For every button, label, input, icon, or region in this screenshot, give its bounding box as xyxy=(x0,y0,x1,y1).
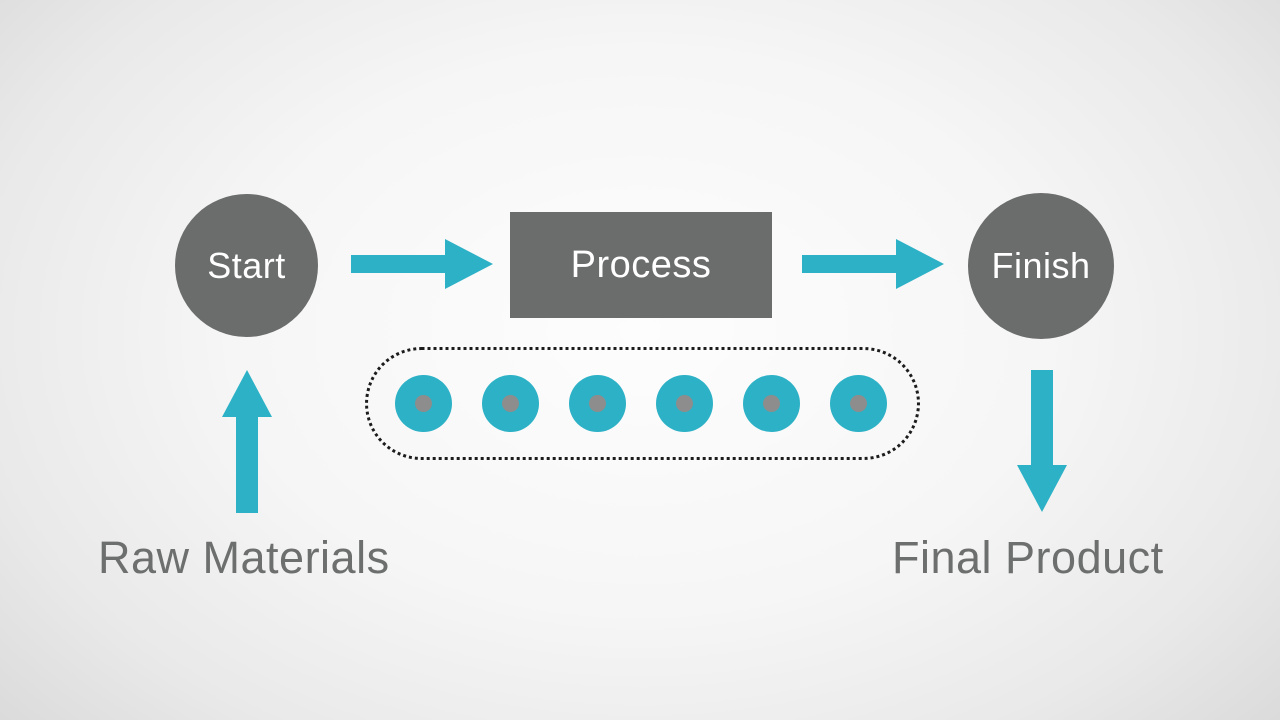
conveyor-track xyxy=(365,347,920,460)
arrow-down-icon xyxy=(1017,370,1067,512)
arrow-head xyxy=(896,239,944,289)
conveyor-item xyxy=(656,375,713,432)
raw-materials-label: Raw Materials xyxy=(98,532,390,583)
arrow-shaft xyxy=(236,415,258,513)
conveyor-item xyxy=(743,375,800,432)
process-node: Process xyxy=(510,212,772,318)
conveyor-item xyxy=(830,375,887,432)
conveyor-item-dot xyxy=(676,395,693,412)
arrow-right-icon xyxy=(802,239,944,289)
finish-node: Finish xyxy=(968,193,1114,339)
arrow-right-icon xyxy=(351,239,493,289)
finish-node-label: Finish xyxy=(991,245,1091,286)
arrow-shaft xyxy=(1031,370,1053,468)
arrow-head xyxy=(1017,465,1067,512)
conveyor-item xyxy=(482,375,539,432)
arrow-head xyxy=(222,370,272,417)
conveyor-item-dot xyxy=(589,395,606,412)
start-node-label: Start xyxy=(207,244,286,286)
start-node: Start xyxy=(175,194,318,337)
arrow-up-icon xyxy=(222,370,272,513)
arrow-shaft xyxy=(802,255,900,273)
conveyor-item-dot xyxy=(502,395,519,412)
arrow-shaft xyxy=(351,255,449,273)
final-product-label: Final Product xyxy=(892,532,1164,583)
arrow-head xyxy=(445,239,493,289)
conveyor-item-dot xyxy=(850,395,867,412)
conveyor-item xyxy=(395,375,452,432)
conveyor-item-dot xyxy=(763,395,780,412)
process-node-label: Process xyxy=(570,243,712,286)
conveyor-item-dot xyxy=(415,395,432,412)
conveyor-item xyxy=(569,375,626,432)
